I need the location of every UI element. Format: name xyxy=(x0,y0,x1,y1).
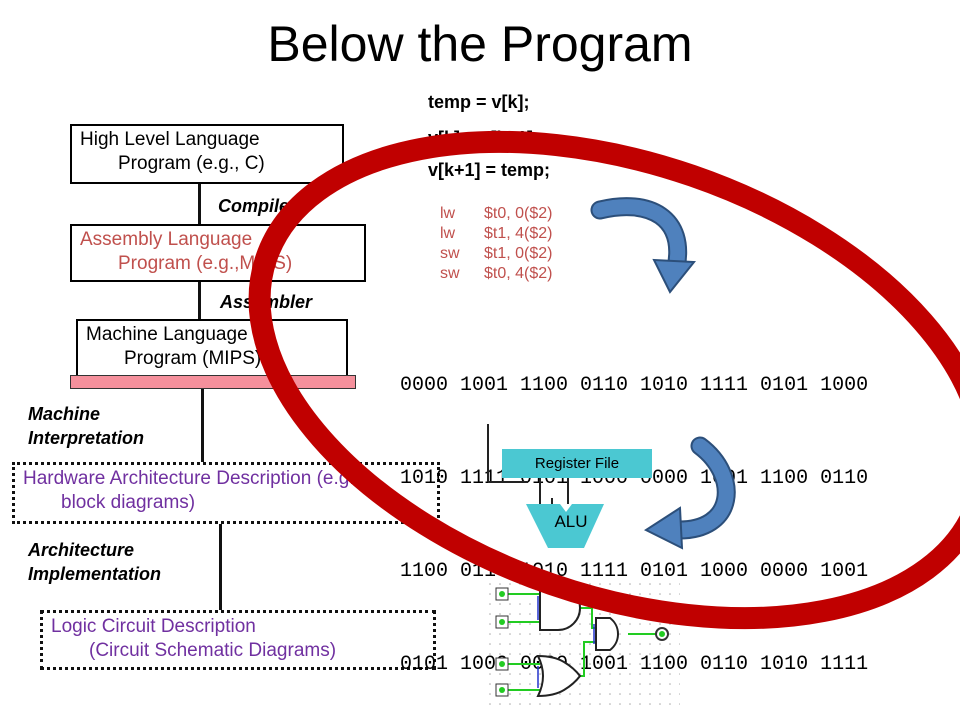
hll-line-1: High Level Language xyxy=(80,129,260,150)
mach-line-1: Machine Language xyxy=(86,324,248,345)
logic-line-1: Logic Circuit Description xyxy=(51,616,256,637)
hw-line-2: block diagrams) xyxy=(61,492,196,513)
hardware-architecture-box: Hardware Architecture Description (e.g.,… xyxy=(12,462,440,524)
assembly-code: lw$t0, 0($2) lw$t1, 4($2) sw$t1, 0($2) s… xyxy=(440,204,552,284)
connector-hll-asm xyxy=(198,182,201,228)
alu-label: ALU xyxy=(554,512,588,531)
asm-line-1: Assembly Language xyxy=(80,229,253,250)
asm-instruction: lw$t0, 0($2) xyxy=(440,205,553,222)
c-code-line-2: v[k] = v[k+1]; xyxy=(428,128,540,148)
hw-line-1: Hardware Architecture Description (e.g., xyxy=(23,468,360,489)
or-gate-icon xyxy=(536,654,582,698)
curved-arrow-icon xyxy=(590,197,697,294)
logic-circuit-schematic xyxy=(488,582,680,710)
asm-instruction: sw$t1, 0($2) xyxy=(440,245,553,262)
compiler-label: Compiler xyxy=(218,196,297,216)
asm-line-2: Program (e.g.,MIPS) xyxy=(118,253,293,274)
assembler-label: Assembler xyxy=(220,292,313,312)
assembly-language-box: Assembly Language Program (e.g.,MIPS) xyxy=(70,224,366,282)
mach-line-2: Program (MIPS) xyxy=(124,348,262,369)
connector-mach-hw xyxy=(201,388,204,464)
machine-interp-line-2: Interpretation xyxy=(28,428,145,448)
logic-line-2: (Circuit Schematic Diagrams) xyxy=(89,640,337,661)
arch-impl-line-1: Architecture xyxy=(28,540,135,560)
connector-hw-logic xyxy=(219,524,222,614)
logic-circuit-box: Logic Circuit Description (Circuit Schem… xyxy=(40,610,436,670)
and-gate-icon xyxy=(539,585,581,631)
register-file-label: Register File xyxy=(534,455,620,472)
machine-interp-line-1: Machine xyxy=(28,404,101,424)
machine-interpretation-label: Machine Interpretation xyxy=(28,402,144,450)
connector-asm-mach xyxy=(198,282,201,322)
machine-language-box: Machine Language Program (MIPS) xyxy=(76,319,348,377)
asm-instruction: sw$t0, 4($2) xyxy=(440,265,553,282)
c-code-line-3: v[k+1] = temp; xyxy=(428,160,551,180)
high-level-language-box: High Level Language Program (e.g., C) xyxy=(70,124,344,184)
architecture-implementation-label: Architecture Implementation xyxy=(28,538,161,586)
c-code-line-1: temp = v[k]; xyxy=(428,92,530,112)
pink-bar xyxy=(70,375,356,389)
arch-impl-line-2: Implementation xyxy=(28,564,162,584)
hll-line-2: Program (e.g., C) xyxy=(118,153,265,174)
curved-arrow-icon xyxy=(643,436,736,550)
asm-instruction: lw$t1, 4($2) xyxy=(440,225,553,242)
and-gate-icon xyxy=(595,617,619,651)
binary-line: 0000 1001 1100 0110 1010 1111 0101 1000 xyxy=(400,374,869,397)
slide-title: Below the Program xyxy=(267,16,693,72)
